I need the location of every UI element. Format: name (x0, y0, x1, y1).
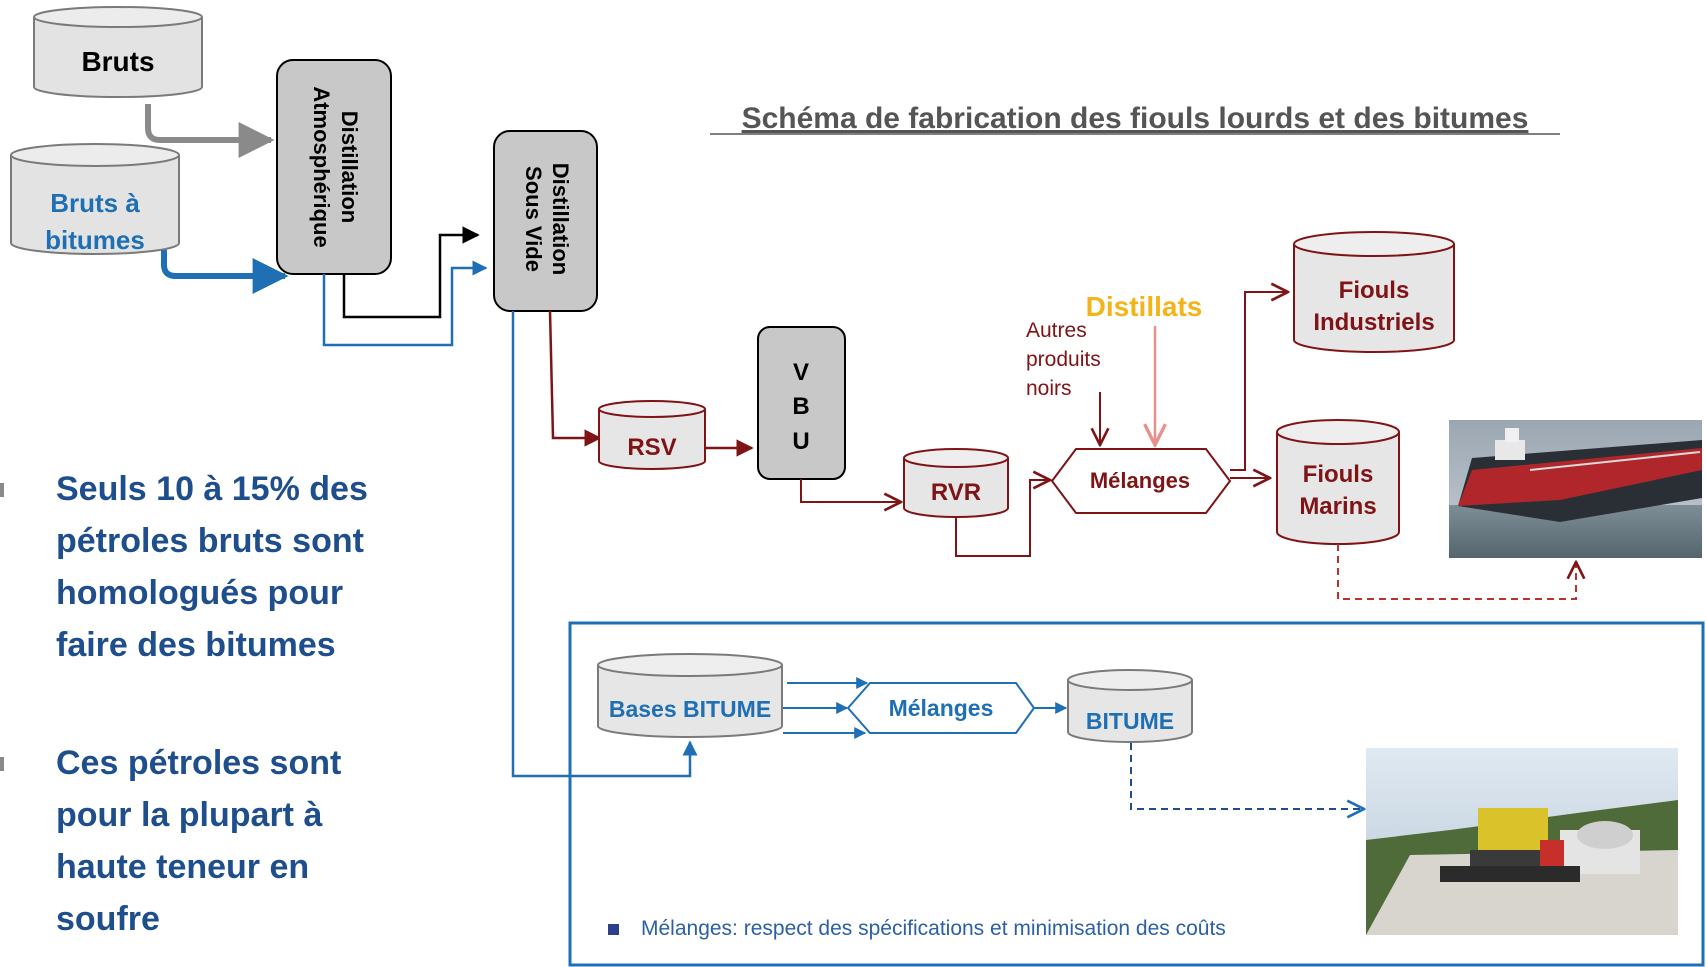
vbu-v: V (793, 359, 809, 386)
bullet-text-1: Seuls 10 à 15% des pétroles bruts sont h… (56, 470, 368, 664)
bruts-bitumes-tank: Bruts à bitumes (10, 143, 180, 255)
fiouls-industriels-tank: Fiouls Industriels (1293, 231, 1455, 353)
melanges-top-label: Mélanges (1090, 468, 1190, 493)
fiouls-marins-tank: Fiouls Marins (1276, 419, 1400, 545)
bitume-section-frame (568, 621, 1705, 967)
fiouls-marins-label-2: Marins (1299, 493, 1376, 520)
melanges-bottom-label: Mélanges (889, 695, 994, 721)
vbu-u: U (792, 428, 809, 455)
fiouls-industriels-label-1: Fiouls (1339, 277, 1410, 304)
melanges-bottom-node: Mélanges (846, 682, 1036, 734)
arrow-vide-rsv (548, 310, 602, 447)
bruts-label: Bruts (81, 46, 154, 77)
arrow-atmo-vide-black (342, 226, 480, 319)
rsv-label: RSV (627, 434, 676, 461)
distillats-label: Distillats (1086, 291, 1203, 322)
rvr-tank: RVR (903, 448, 1009, 518)
bullet-text-2: Ces pétroles sont pour la plupart à haut… (56, 744, 342, 938)
arrow-atmo-vide-blue (322, 260, 488, 347)
arrow-vide-bases (511, 311, 698, 778)
diagram-title: Schéma de fabrication des fiouls lourds … (742, 102, 1529, 135)
dist-vide-label-1: Distillation (548, 163, 573, 275)
rvr-label: RVR (931, 479, 981, 506)
autres-label-1: Autres (1026, 319, 1087, 342)
rsv-tank: RSV (598, 400, 706, 470)
arrow-rvr-melanges (955, 480, 1050, 557)
dist-vide-label-2: Sous Vide (521, 166, 546, 272)
vbu-b: B (792, 393, 809, 420)
bullet-marker-2 (0, 757, 4, 771)
note-text: Mélanges: respect des spécifications et … (641, 917, 1226, 940)
bases-bitume-label: Bases BITUME (609, 696, 771, 722)
bitume-label: BITUME (1086, 708, 1174, 734)
arrow-bitume-paver (1130, 743, 1364, 809)
melanges-top-node: Mélanges (1050, 448, 1232, 514)
bitume-tank: BITUME (1067, 669, 1193, 743)
distillation-sous-vide: Distillation Sous Vide (493, 130, 598, 312)
dist-atmo-label-1: Distillation (337, 111, 362, 223)
fiouls-industriels-label-2: Industriels (1313, 309, 1434, 336)
arrow-bruts-atmo (145, 104, 275, 158)
note-bullet-icon (608, 924, 619, 935)
fiouls-marins-label-1: Fiouls (1303, 461, 1374, 488)
bullet-marker-1 (0, 483, 4, 497)
arrow-bitumes-atmo (161, 250, 289, 294)
ship-photo (1449, 420, 1702, 558)
arrow-vbu-rvr (800, 479, 901, 502)
bruts-bitumes-label-1: Bruts à (50, 188, 140, 218)
autres-label-3: noirs (1026, 377, 1072, 400)
arrow-melanges-industriels (1230, 292, 1288, 471)
vbu-unit: V B U (757, 326, 846, 480)
bruts-tank: Bruts (33, 6, 203, 98)
bases-bitume-tank: Bases BITUME (597, 653, 783, 738)
paver-photo (1366, 748, 1678, 935)
distillation-atmospherique: Distillation Atmosphérique (276, 59, 392, 275)
dist-atmo-label-2: Atmosphérique (309, 86, 334, 247)
autres-label-2: produits (1026, 348, 1101, 371)
bruts-bitumes-label-2: bitumes (45, 225, 145, 255)
arrow-marins-ship (1337, 544, 1576, 600)
